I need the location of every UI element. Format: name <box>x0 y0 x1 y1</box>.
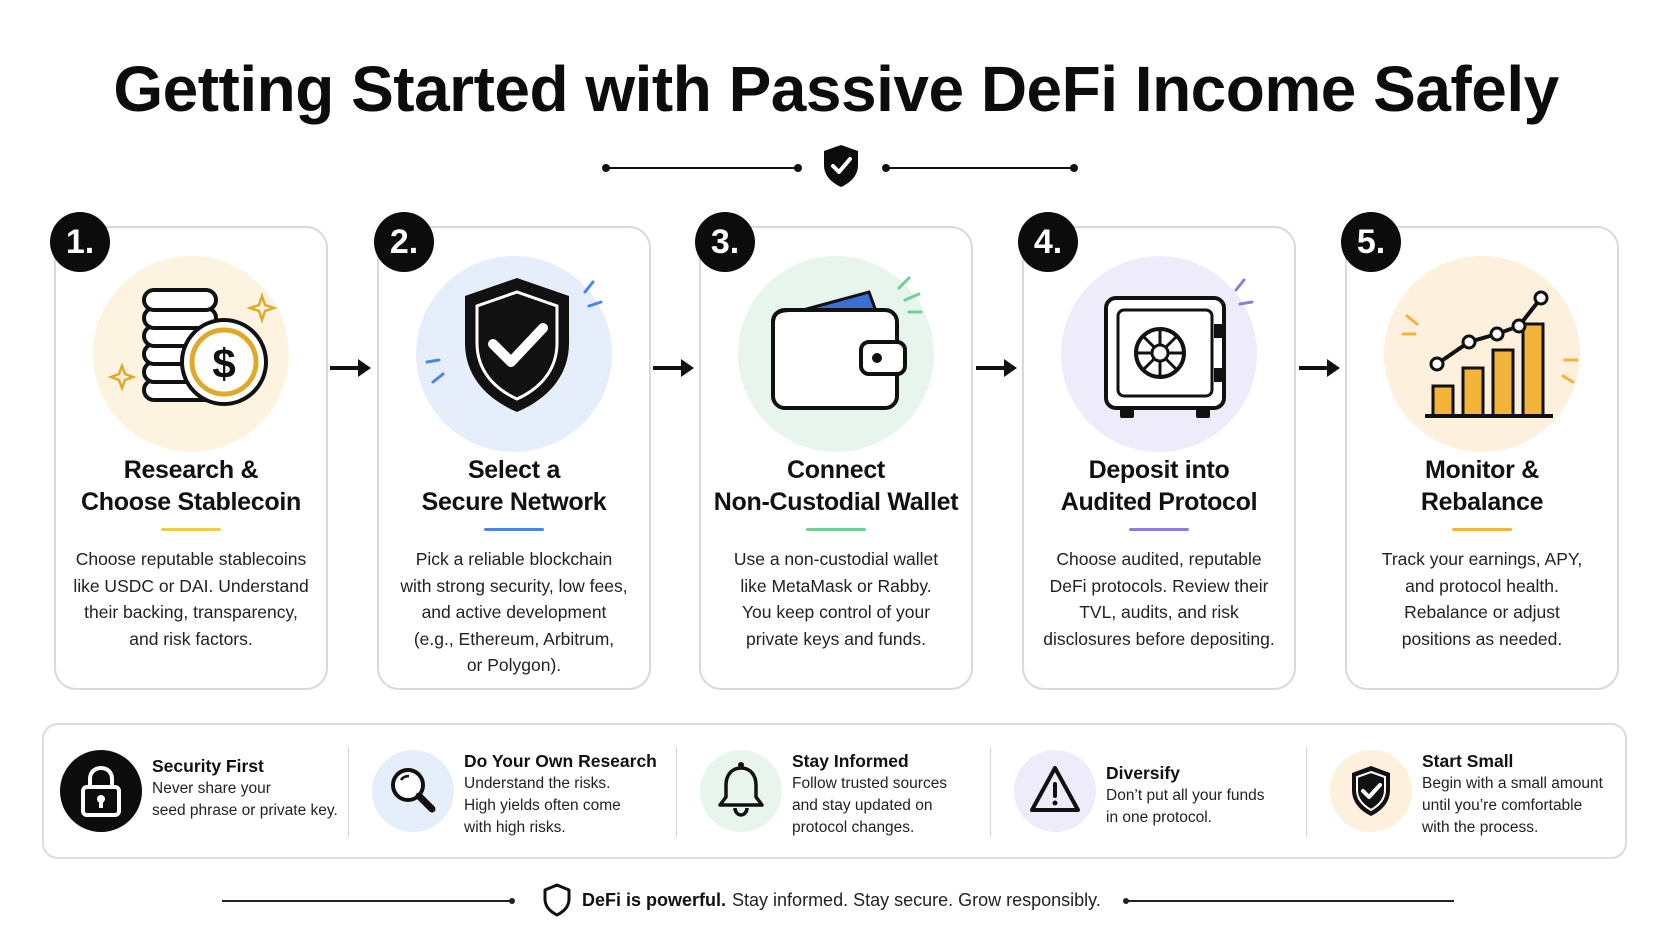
svg-text:$: $ <box>212 340 235 387</box>
step-number-badge: 5. <box>1341 212 1401 272</box>
step-title: Monitor &Rebalance <box>1420 456 1544 516</box>
tip-text: Stay Informed Follow trusted sources and… <box>792 749 992 839</box>
tip-security-first: Security First Never share your seed phr… <box>44 725 344 857</box>
tip-divider <box>348 747 349 837</box>
title-divider <box>600 143 1080 193</box>
tip-title: Start Small <box>1422 751 1514 771</box>
tip-divider <box>990 747 991 837</box>
divider-line-left <box>602 164 802 172</box>
tip-divider <box>1306 747 1307 837</box>
tip-line: seed phrase or private key. <box>152 802 338 819</box>
accent-rule <box>161 528 221 531</box>
footer-text: Stay informed. Stay secure. Grow respons… <box>732 889 1101 910</box>
step-number-badge: 3. <box>695 212 755 272</box>
tip-diversify: Diversify Don’t put all your funds in on… <box>998 725 1298 857</box>
step-card-1: $ Research &Choose Stablecoin Choose rep… <box>54 226 328 690</box>
arrow-right-icon <box>976 359 1017 377</box>
tip-line: Understand the risks. <box>464 775 611 792</box>
page-title: Getting Started with Passive DeFi Income… <box>113 53 1559 125</box>
tip-text: Security First Never share your seed phr… <box>152 749 352 822</box>
tip-stay-informed: Stay Informed Follow trusted sources and… <box>684 725 984 857</box>
shield-icon <box>543 883 571 917</box>
step-title: Research &Choose Stablecoin <box>81 456 301 516</box>
growth-chart-icon <box>1401 290 1579 418</box>
arrow-right-icon <box>1299 359 1340 377</box>
tip-line: and stay updated on <box>792 797 933 814</box>
safety-tips-panel: Security First Never share your seed phr… <box>42 723 1627 859</box>
tip-title: Do Your Own Research <box>464 751 657 771</box>
footer: DeFi is powerful. Stay informed. Stay se… <box>0 880 1672 920</box>
tip-line: protocol changes. <box>792 819 915 836</box>
tip-line: Don’t put all your funds <box>1106 787 1265 804</box>
tip-line: Follow trusted sources <box>792 775 948 792</box>
tip-line: with the process. <box>1422 819 1539 836</box>
lock-icon <box>60 750 142 832</box>
accent-rule <box>806 528 866 531</box>
shield-check-icon <box>1330 750 1412 832</box>
divider-line-right <box>882 164 1078 172</box>
tip-text: Do Your Own Research Understand the risk… <box>464 749 664 839</box>
step-number-badge: 1. <box>50 212 110 272</box>
wallet-icon <box>771 276 923 410</box>
step-card-5: Monitor &Rebalance Track your earnings, … <box>1345 226 1619 690</box>
footer-bold-text: DeFi is powerful. <box>582 889 727 910</box>
tip-line: Never share your <box>152 780 271 797</box>
arrow-right-icon <box>330 359 371 377</box>
tip-title: Stay Informed <box>792 751 909 771</box>
step-number-badge: 2. <box>374 212 434 272</box>
arrow-right-icon <box>653 359 694 377</box>
bell-icon <box>700 750 782 832</box>
accent-rule <box>1129 528 1189 531</box>
tip-text: Diversify Don’t put all your funds in on… <box>1106 749 1306 829</box>
warning-icon <box>1014 750 1096 832</box>
tip-start-small: Start Small Begin with a small amount un… <box>1314 725 1614 857</box>
accent-rule <box>1452 528 1512 531</box>
shield-check-icon <box>824 145 858 187</box>
tip-title: Diversify <box>1106 763 1180 783</box>
tip-title: Security First <box>152 756 264 776</box>
tip-line: in one protocol. <box>1106 809 1212 826</box>
tip-do-your-own-research: Do Your Own Research Understand the risk… <box>356 725 657 857</box>
step-description: Track your earnings, APY,and protocol he… <box>1381 549 1583 649</box>
coin-stack-icon: $ <box>107 288 278 406</box>
magnifier-icon <box>372 750 454 832</box>
icon-backdrop <box>1384 256 1580 452</box>
tip-text: Start Small Begin with a small amount un… <box>1422 749 1622 839</box>
tip-line: High yields often come <box>464 797 621 814</box>
tip-line: until you’re comfortable <box>1422 797 1583 814</box>
footer-line-left <box>222 898 515 904</box>
accent-rule <box>484 528 544 531</box>
shield-check-icon <box>425 278 603 412</box>
vault-icon <box>1104 278 1254 418</box>
tip-line: with high risks. <box>464 819 566 836</box>
footer-message: DeFi is powerful. Stay informed. Stay se… <box>542 882 1101 918</box>
tip-divider <box>676 747 677 837</box>
step-number-badge: 4. <box>1018 212 1078 272</box>
tip-line: Begin with a small amount <box>1422 775 1603 792</box>
footer-line-right <box>1123 898 1454 904</box>
